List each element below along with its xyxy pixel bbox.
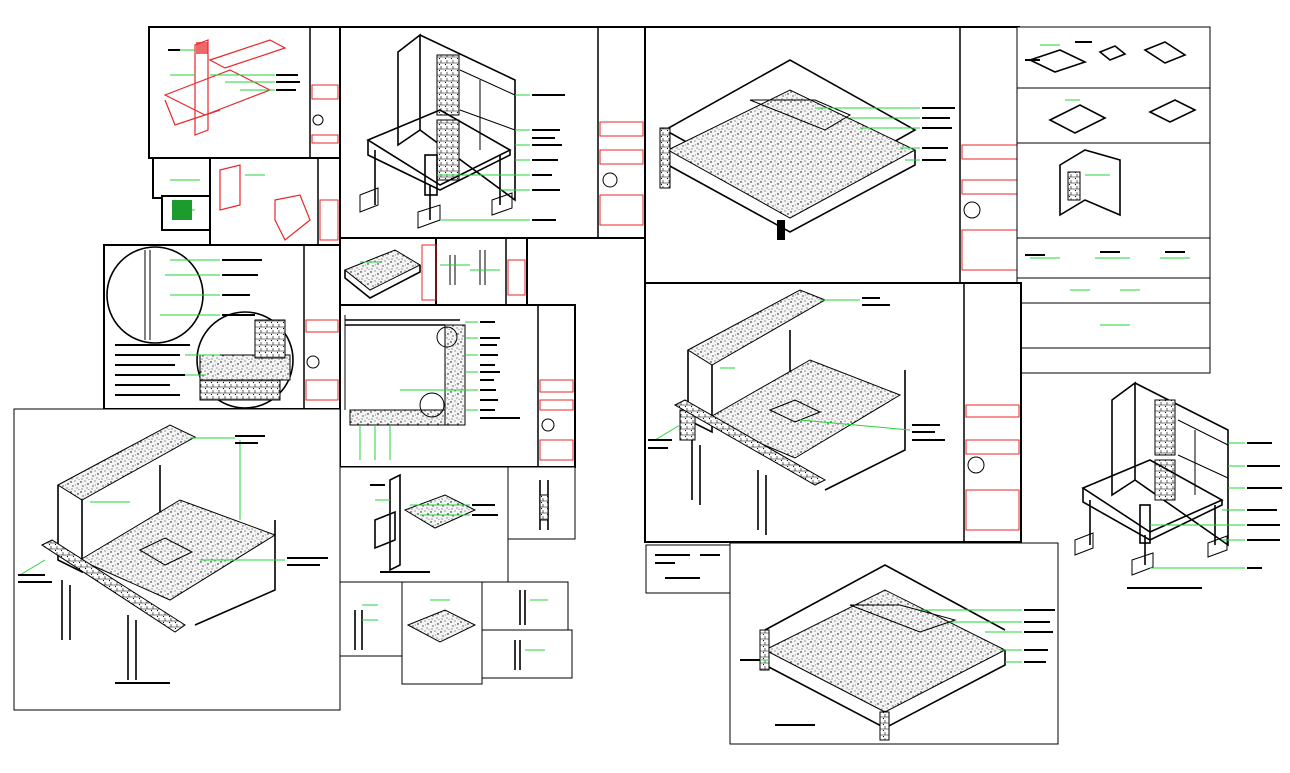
sheet-cantilever-slab-iso bbox=[644, 282, 1022, 543]
sheet-deck-iso-small bbox=[339, 237, 528, 306]
sheet-top-right-details bbox=[1016, 26, 1211, 374]
sheet-slab-corner-iso-bottom bbox=[645, 542, 1059, 745]
sheet-wall-corner-iso bbox=[339, 26, 646, 239]
sheet-plan-corner-detail bbox=[339, 304, 576, 468]
sheet-slab-corner-iso bbox=[644, 26, 1020, 284]
sheet-wall-corner-iso-right bbox=[1074, 381, 1282, 589]
sheet-circle-details bbox=[103, 244, 341, 410]
sheet-cantilever-slab-iso-left bbox=[13, 408, 341, 711]
sheet-steel-connection-iso bbox=[148, 26, 341, 159]
sheet-small-details-middle bbox=[339, 466, 576, 685]
sheet-details-column bbox=[152, 157, 341, 246]
